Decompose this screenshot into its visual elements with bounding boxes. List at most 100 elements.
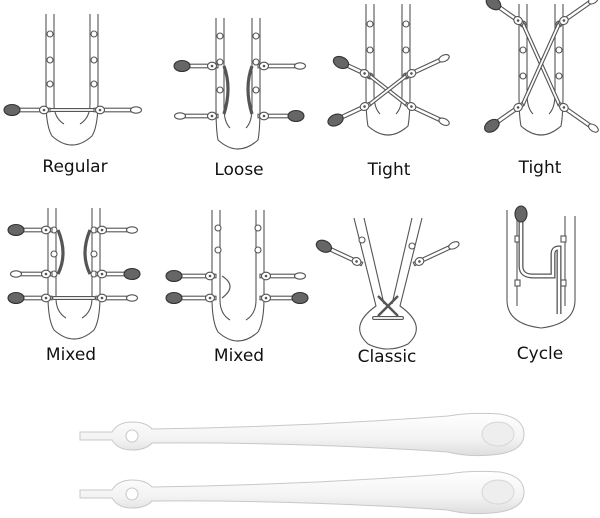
eyelet — [254, 224, 262, 232]
tie-end — [587, 0, 599, 5]
lace-tie — [404, 101, 450, 127]
panel-tight-1 — [327, 4, 450, 136]
tie-hole — [210, 64, 214, 68]
label-tight-1: Tight — [367, 160, 411, 180]
lace-tie — [3, 103, 51, 117]
tie-hole — [208, 296, 212, 300]
tie-cap — [327, 113, 344, 127]
eyelet — [90, 56, 98, 64]
quarter-right — [79, 14, 91, 125]
strap-knob — [481, 421, 515, 447]
tongue-edges — [363, 217, 413, 305]
panel-classic — [315, 217, 460, 350]
tie-hole — [363, 105, 366, 108]
cycle-eyelet — [514, 279, 521, 287]
eyelet — [216, 32, 224, 40]
mixed-loop-left — [56, 229, 65, 275]
tie-hole — [516, 19, 520, 22]
eyelet — [214, 246, 222, 254]
tie-end — [293, 62, 307, 70]
shoe-outline — [211, 210, 265, 342]
tie-end — [9, 270, 23, 278]
eyelet — [216, 86, 224, 94]
loose-loop-right — [246, 65, 254, 115]
panel-mixed-2 — [165, 210, 309, 342]
lace-bar-inner — [522, 23, 560, 105]
tie-hole — [562, 106, 566, 109]
strap-hole — [125, 487, 139, 501]
lace-bar-inner — [369, 75, 407, 105]
tie-cap — [7, 291, 25, 305]
tie-hole — [210, 114, 214, 118]
eyelet — [519, 46, 527, 54]
tie-cap — [173, 59, 191, 73]
tie-cap — [165, 269, 183, 283]
tie-cap — [123, 267, 141, 281]
quarter-right — [395, 4, 403, 115]
classic-cross — [377, 295, 399, 317]
tie-end — [587, 123, 599, 133]
lace-tie — [173, 111, 219, 121]
tie-cap — [287, 109, 305, 123]
mixed-loop-right — [83, 229, 92, 275]
eyelet — [366, 46, 374, 54]
tie-end — [125, 226, 139, 234]
eyelet — [252, 58, 260, 66]
eyelet — [408, 242, 416, 250]
tie-hole — [100, 296, 104, 300]
tie-hole — [363, 72, 366, 75]
eyelet — [555, 46, 563, 54]
panel-loose — [173, 18, 307, 150]
eyelet — [90, 80, 98, 88]
eyelet — [46, 56, 54, 64]
label-mixed-1: Mixed — [45, 345, 97, 365]
tie-hole — [100, 272, 104, 276]
shoe-outline — [353, 217, 423, 350]
label-cycle: Cycle — [516, 344, 564, 364]
eyelet — [216, 58, 224, 66]
quarter-right — [245, 210, 257, 321]
strap-body — [79, 470, 525, 515]
tie-hole — [355, 260, 358, 263]
panel-mixed-1 — [7, 208, 141, 340]
tie-hole — [264, 296, 268, 300]
cycle-lace-inner — [519, 216, 561, 314]
tie-cap — [315, 239, 333, 253]
tie-end — [293, 272, 307, 280]
tie-cap — [332, 55, 350, 70]
eyelet — [402, 20, 410, 28]
label-tight-2: Tight — [518, 158, 562, 178]
lace-tie — [7, 291, 53, 305]
eyelet — [555, 72, 563, 80]
cycle-eyelet — [560, 235, 567, 243]
tie-cap — [3, 103, 21, 117]
tie-end — [173, 112, 187, 120]
tie-end — [129, 106, 143, 114]
lace-tie — [93, 105, 143, 115]
lace-tie — [95, 293, 139, 303]
tie-hole — [418, 260, 421, 263]
shoe-outline — [506, 210, 576, 329]
tie-cap — [485, 0, 502, 11]
tie-hole — [44, 228, 48, 232]
lace-tie — [95, 225, 139, 235]
panel-regular — [3, 14, 143, 146]
lace-tie — [165, 269, 217, 283]
quarter-edges — [516, 210, 566, 306]
tie-cap — [484, 118, 500, 133]
eyelet — [214, 224, 222, 232]
lace-tie — [259, 291, 309, 305]
tie-hole — [44, 296, 48, 300]
eyelet — [254, 246, 262, 254]
lace-tie — [332, 55, 372, 79]
lace-tie — [173, 59, 219, 73]
loose-loop-left — [222, 65, 230, 115]
tie-hole — [262, 64, 266, 68]
eyelet — [366, 20, 374, 28]
tie-cap — [514, 205, 528, 223]
eyelet — [46, 80, 54, 88]
lace-tie — [257, 109, 305, 123]
strap-hole — [125, 429, 139, 443]
quarter-left — [219, 210, 231, 321]
